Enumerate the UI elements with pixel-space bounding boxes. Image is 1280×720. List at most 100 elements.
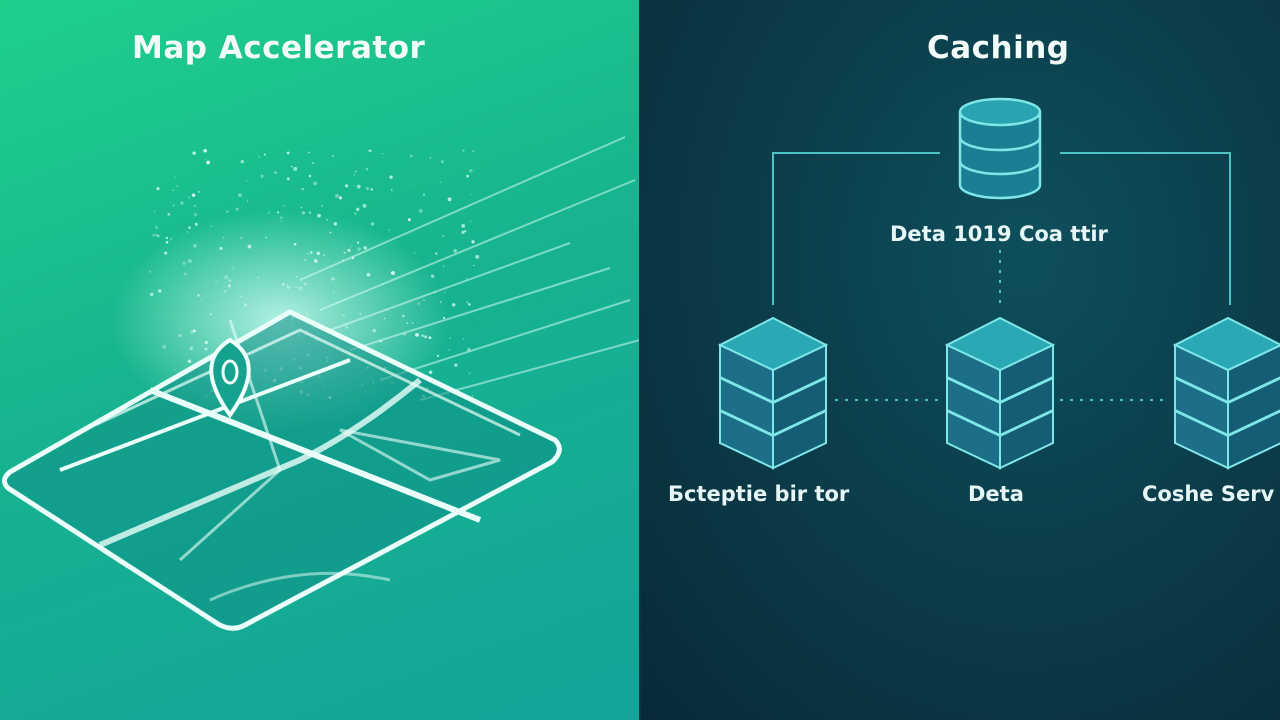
particle-dot xyxy=(165,236,168,240)
particle-dot xyxy=(331,154,335,158)
particle-dot xyxy=(204,158,207,161)
particle-dot xyxy=(391,271,395,275)
particle-dot xyxy=(313,259,318,263)
particle-dot xyxy=(219,246,223,250)
particle-dot xyxy=(279,216,283,220)
particle-dot xyxy=(186,231,188,233)
particle-dot xyxy=(357,241,360,244)
particle-dot xyxy=(184,272,187,276)
particle-dot xyxy=(172,204,175,207)
map-accelerator-panel: Map Accelerator xyxy=(0,0,640,720)
particle-dot xyxy=(363,246,367,250)
particle-dot xyxy=(224,275,229,280)
particle-dot xyxy=(312,162,315,165)
particle-dot xyxy=(164,251,168,255)
particle-dot xyxy=(194,222,198,226)
particle-dot xyxy=(174,176,177,179)
particle-dot xyxy=(469,168,473,173)
particle-dot xyxy=(436,354,440,358)
particle-dot xyxy=(448,349,450,351)
particle-dot xyxy=(461,230,465,234)
particle-dot xyxy=(260,174,264,178)
particle-dot xyxy=(472,150,474,153)
particle-dot xyxy=(422,193,426,196)
particle-dot xyxy=(156,187,160,191)
particle-dot xyxy=(381,152,384,155)
particle-dot xyxy=(150,292,154,297)
particle-dot xyxy=(293,242,297,246)
caching-panel: Caching Deta 1019 Coa ttir Бcteptie bir … xyxy=(640,0,1280,720)
particle-dot xyxy=(473,264,475,267)
particle-dot xyxy=(227,284,231,288)
particle-dot xyxy=(362,203,367,208)
particle-dot xyxy=(462,149,465,152)
particle-dot xyxy=(154,225,158,229)
particle-dot xyxy=(381,283,384,285)
particle-dot xyxy=(365,151,367,153)
particle-dot xyxy=(258,156,260,158)
particle-dot xyxy=(274,171,277,174)
particle-dot xyxy=(356,207,360,211)
particle-dot xyxy=(172,189,175,192)
particle-dot xyxy=(295,275,297,278)
particle-dot xyxy=(357,247,361,251)
particle-dot xyxy=(301,211,306,215)
particle-dot xyxy=(391,189,393,191)
particle-dot xyxy=(311,289,313,291)
particle-dot xyxy=(303,259,306,262)
particle-dot xyxy=(415,332,419,337)
particle-dot xyxy=(257,276,259,279)
particle-dot xyxy=(353,174,356,176)
particle-dot xyxy=(192,329,196,333)
particle-dot xyxy=(468,303,471,306)
particle-dot xyxy=(180,201,184,205)
particle-dot xyxy=(187,359,192,364)
particle-dot xyxy=(307,253,309,255)
particle-dot xyxy=(192,151,196,155)
particle-dot xyxy=(313,181,318,186)
particle-dot xyxy=(379,339,383,343)
particle-dot xyxy=(305,312,309,316)
particle-dot xyxy=(410,183,412,185)
particle-dot xyxy=(435,252,438,255)
particle-dot xyxy=(365,186,369,191)
particle-dot xyxy=(444,291,446,293)
particle-dot xyxy=(329,231,332,234)
right-title: Caching xyxy=(927,30,1070,66)
particle-dot xyxy=(178,334,182,338)
particle-dot xyxy=(454,363,458,367)
particle-dot xyxy=(152,233,156,237)
particle-dot xyxy=(470,220,472,223)
left-title: Map Accelerator xyxy=(132,30,426,66)
map-tablet-icon xyxy=(2,309,562,631)
particle-dot xyxy=(342,259,345,262)
particle-dot xyxy=(470,193,473,196)
particle-dot xyxy=(203,148,207,153)
location-pin-icon xyxy=(209,337,251,419)
particle-dot xyxy=(167,212,171,216)
particle-dot xyxy=(189,346,194,351)
particle-dot xyxy=(475,254,480,259)
particle-dot xyxy=(409,154,413,158)
particle-dot xyxy=(247,244,252,249)
particle-dot xyxy=(354,212,357,215)
particle-dot xyxy=(366,272,371,277)
particle-dot xyxy=(165,241,169,244)
particle-dot xyxy=(235,207,239,211)
particle-dot xyxy=(451,303,456,307)
particle-dot xyxy=(461,224,466,228)
particle-dot xyxy=(463,230,467,233)
particle-dot xyxy=(263,153,266,156)
particle-dot xyxy=(198,190,200,193)
particle-dot xyxy=(238,193,242,197)
particle-dot xyxy=(442,316,446,320)
particle-dot xyxy=(332,291,335,293)
particle-dot xyxy=(411,322,414,324)
particle-dot xyxy=(449,337,451,340)
particle-dot xyxy=(317,213,321,218)
particle-dot xyxy=(414,252,416,254)
particle-dot xyxy=(214,280,218,283)
particle-dot xyxy=(433,291,436,294)
particle-dot xyxy=(158,289,162,293)
particle-dot xyxy=(354,170,358,173)
